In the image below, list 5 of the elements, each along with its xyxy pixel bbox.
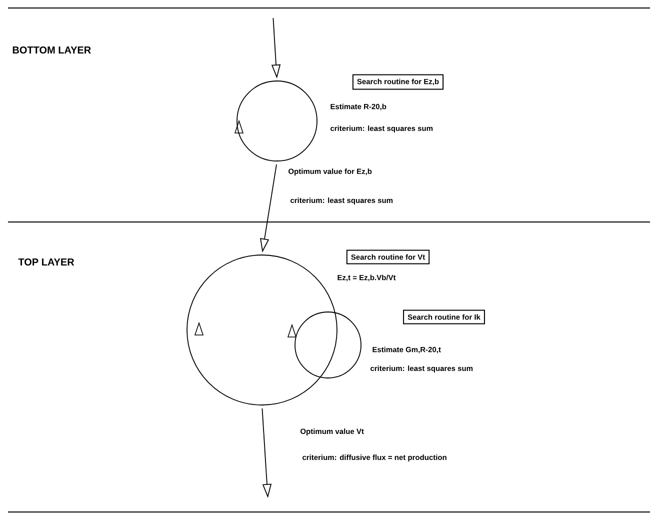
- iteration-loop-circle: [236, 80, 318, 162]
- iteration-loop-circle: [186, 254, 338, 406]
- iteration-loop-circle: [294, 312, 362, 378]
- label: BOTTOM LAYER: [12, 46, 91, 54]
- label: TOP LAYER: [18, 258, 74, 266]
